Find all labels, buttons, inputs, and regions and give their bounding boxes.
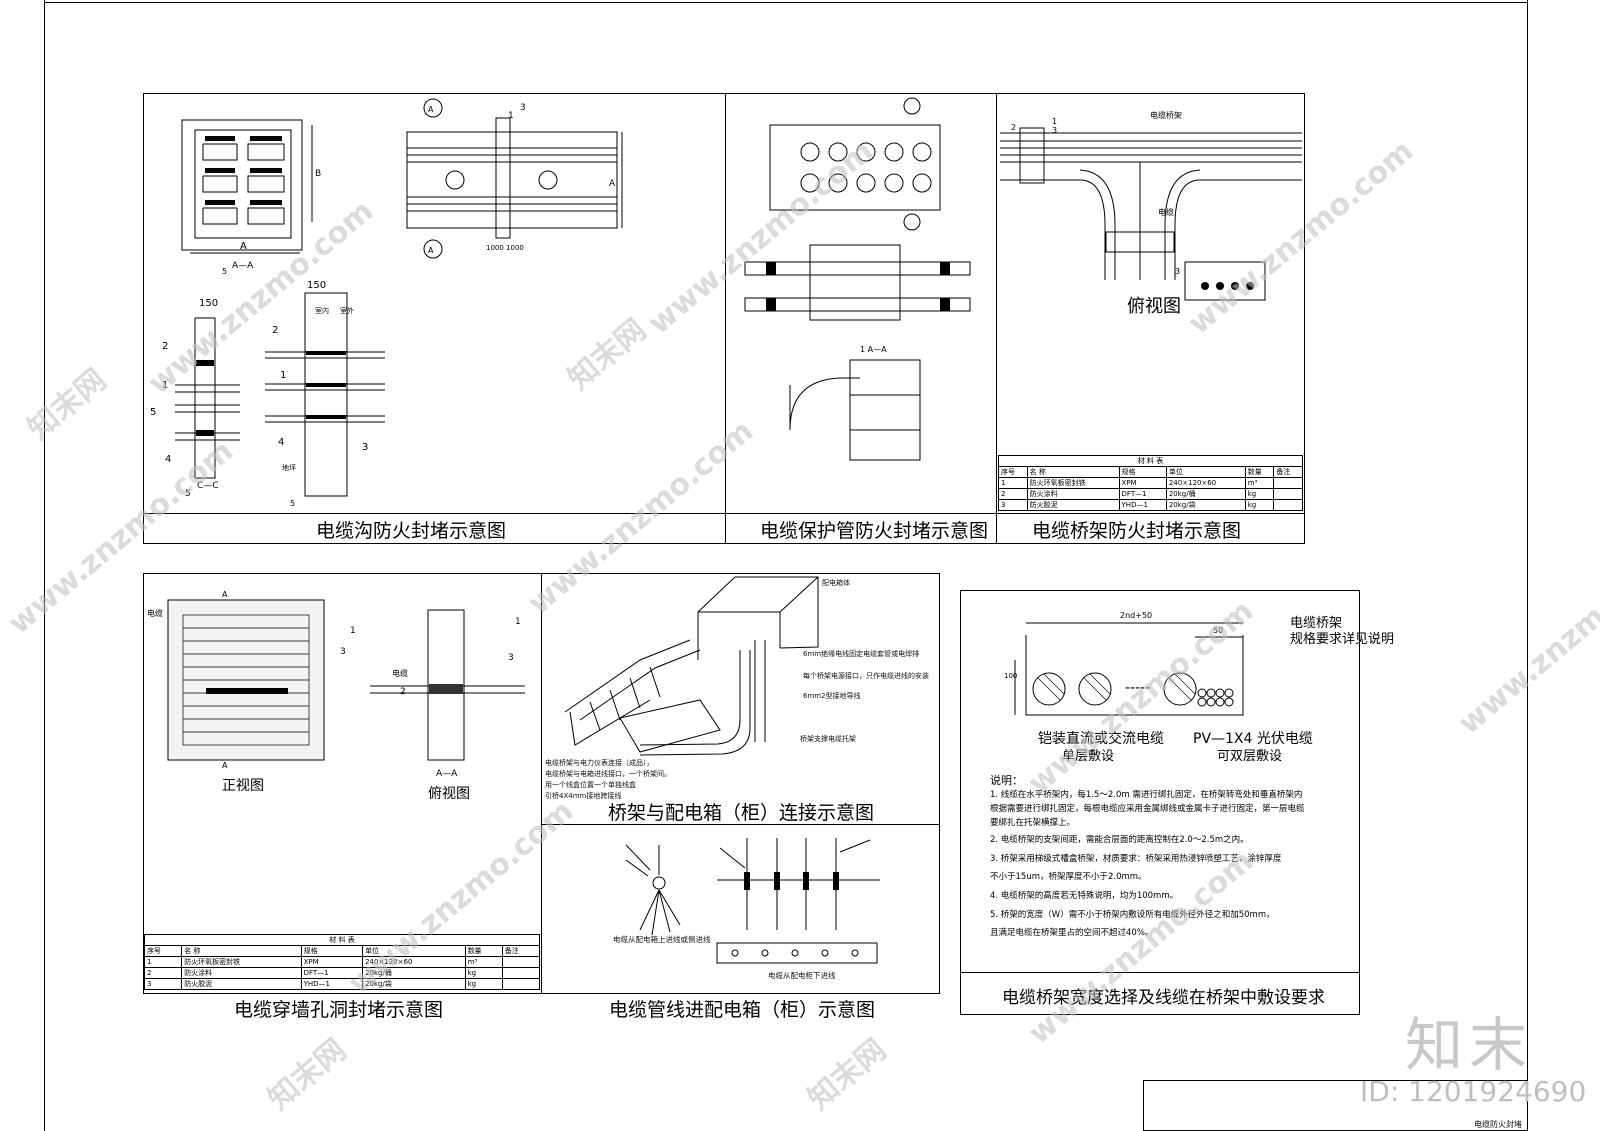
tw-notes-title: 说明： xyxy=(990,774,1023,787)
trench-caption: 电缆沟防火封堵示意图 xyxy=(316,520,507,542)
tw-dim-50: 50 xyxy=(1213,626,1224,635)
box-conn-caption: 桥架与配电箱（柜）连接示意图 xyxy=(608,802,875,824)
wall-cable-label: 电缆 xyxy=(147,609,163,618)
tray-th-2: 规格 xyxy=(1118,466,1167,478)
wall-front-view: 正视图 xyxy=(222,778,264,794)
pipe-box-up-label: 电缆从配电箱上进线或侧进线 xyxy=(613,935,711,944)
tw-dim-100: 100 xyxy=(1004,672,1018,680)
tray-width-caption: 电缆桥架宽度选择及线缆在桥架中敷设要求 xyxy=(1002,988,1325,1008)
title-block-text: 电缆防火封堵 xyxy=(1474,1120,1522,1129)
wall-top-view: 俯视图 xyxy=(428,786,470,802)
tray-th-4: 数量 xyxy=(1244,466,1275,478)
frame-left-border xyxy=(44,0,45,1131)
tw-dim-width: 2nd+50 xyxy=(1120,611,1153,620)
tw-right-label1: PV—1X4 光伏电缆 xyxy=(1193,731,1313,747)
tw-label-top: 电缆桥架 xyxy=(1290,616,1343,631)
trench-outdoor-label: 室外 xyxy=(340,307,354,315)
box-label-5: 电缆桥架与电力仪表连接（成品）， xyxy=(545,759,654,767)
watermark: www.znzmo.com xyxy=(1451,533,1600,742)
frame-right-border xyxy=(1527,0,1528,1131)
tw-note-5: 不小于15um，桥架厚度不小于2.0mm。 xyxy=(990,872,1147,882)
tray-caption: 电缆桥架防火封堵示意图 xyxy=(1032,520,1242,542)
tw-note-2: 要绑扎在托架横撑上。 xyxy=(990,818,1076,828)
watermark-cn: 知末网 xyxy=(261,1032,353,1118)
tw-label-top2: 规格要求详见说明 xyxy=(1290,632,1395,647)
tray-th-0: 序号 xyxy=(998,466,1028,478)
wall-table-title: 材 料 表 xyxy=(144,934,540,946)
wall-th-5: 备注 xyxy=(501,945,541,957)
wall-th-1: 名 称 xyxy=(181,945,302,957)
tw-note-8: 且满足电缆在桥架里占的空间不超过40%。 xyxy=(990,928,1154,938)
box-label-7: 用一个线盒位置一个单独线盒 xyxy=(545,781,636,789)
tray-table-title: 材 料 表 xyxy=(998,455,1303,467)
box-label-dist: 配电箱体 xyxy=(822,579,850,587)
tray-width-divider xyxy=(960,972,1360,973)
tw-note-7: 5. 桥架的宽度（W）需不小于桥架内敷设所有电缆外径外径之和加50mm， xyxy=(990,910,1275,920)
brand-logo: 知末 xyxy=(1405,1011,1534,1079)
wall-th-0: 序号 xyxy=(143,945,183,957)
wall-th-4: 数量 xyxy=(464,945,503,957)
tray-th-3: 单位 xyxy=(1165,466,1246,478)
box-label-6: 电缆桥架与电箱进线接口，一个桥架间。 xyxy=(545,770,671,778)
box-label-8: 引桥4X4mm接地跨接线 xyxy=(545,792,622,800)
box-label-4: 桥架支撑电缆托架 xyxy=(800,735,856,743)
panel-wall xyxy=(143,573,542,994)
tray-topview-label: 俯视图 xyxy=(1127,296,1181,317)
pipe-box-caption: 电缆管线进配电箱（柜）示意图 xyxy=(609,999,876,1021)
tw-note-4: 3. 桥架采用梯级式槽盒桥架，材质要求：桥架采用热浸锌喷塑工艺，涂锌厚度 xyxy=(990,854,1282,864)
wall-cable-label-2: 电缆 xyxy=(392,669,408,678)
tw-note-6: 4. 电缆桥架的高度若无特殊说明，均为100mm。 xyxy=(990,891,1179,901)
panel-tray-width xyxy=(960,590,1360,1015)
tw-notes: 说明： 1. 线缆在水平桥架内，每1.5～2.0m 需进行绑扎固定，在桥架转弯处… xyxy=(990,774,1350,942)
box-label-2: 每个桥架电源接口，只作电缆进线的安装 xyxy=(803,672,929,680)
panel-pipe-box xyxy=(541,824,940,994)
frame-top-border xyxy=(44,2,1528,3)
tw-note-3: 2. 电缆桥架的支架间距，需能合层面的距离控制在2.0～2.5m之内。 xyxy=(990,835,1249,845)
pipe-box-down-label: 电缆从配电柜下进线 xyxy=(768,971,836,980)
wall-th-2: 规格 xyxy=(300,945,364,957)
tw-note-0: 1. 线缆在水平桥架内，每1.5～2.0m 需进行绑扎固定，在桥架转弯处和垂直桥… xyxy=(990,790,1303,800)
box-label-3: 6mm2型接地导线 xyxy=(803,692,861,700)
tw-dashes: ----- xyxy=(1125,680,1151,696)
wall-caption: 电缆穿墙孔洞封堵示意图 xyxy=(234,999,444,1021)
tw-note-1: 根据需要进行绑扎固定，每根电缆应采用金属绑线或金属卡子进行固定，第一层电缆 xyxy=(990,804,1305,814)
tray-top-label: 电缆桥架 xyxy=(1150,111,1182,120)
tray-th-5: 备注 xyxy=(1273,466,1303,478)
trench-caption-divider xyxy=(143,513,1305,514)
tw-left-label2: 单层敷设 xyxy=(1062,749,1115,764)
pipe-caption: 电缆保护管防火封堵示意图 xyxy=(760,520,989,542)
brand-id: ID: 1201924690 xyxy=(1360,1075,1587,1108)
tw-left-label1: 铠装直流或交流电缆 xyxy=(1038,731,1164,747)
trench-indoor-label: 室内 xyxy=(315,307,329,315)
watermark-cn: 知末网 xyxy=(801,1032,893,1118)
panel-tray xyxy=(996,93,1305,544)
watermark-cn: 知末网 xyxy=(21,362,113,448)
tw-right-label2: 可双层敷设 xyxy=(1217,749,1283,764)
box-label-1: 6mm绝缘电线固定电缆套管或电焊排 xyxy=(803,650,920,658)
tray-cable-label: 电缆 xyxy=(1158,208,1174,217)
tray-th-1: 名 称 xyxy=(1026,466,1120,478)
